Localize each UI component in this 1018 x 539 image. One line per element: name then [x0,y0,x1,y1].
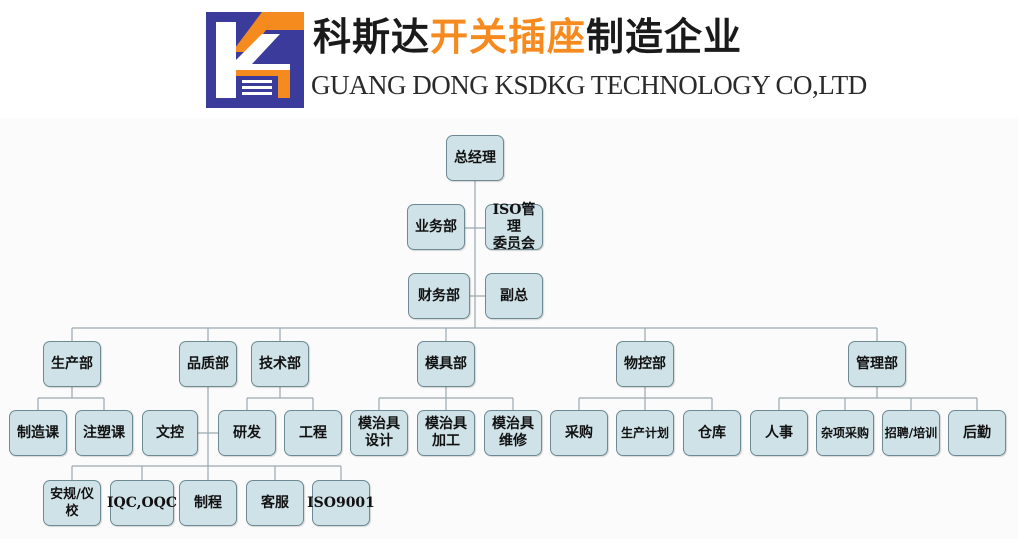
brand-english-name: GUANG DONG KSDKG TECHNOLOGY CO,LTD [311,70,867,100]
node-iso-committee: ISO管理 委员会 [485,202,543,252]
company-header: 科斯达开关插座制造企业 GUANG DONG KSDKG TECHNOLOGY … [0,0,1018,118]
node-iso9001: ISO9001 [307,480,375,526]
node-mold-repair: 模治具 维修 [484,410,542,456]
node-document-control: 文控 [142,410,198,456]
node-engineering: 工程 [284,410,342,456]
node-injection-section: 注塑课 [75,410,133,456]
brand-chinese-name: 科斯达开关插座制造企业 [313,14,742,60]
node-admin-dept: 管理部 [848,341,906,387]
node-warehouse: 仓库 [683,410,741,456]
brand-name-highlight: 开关插座 [430,15,587,59]
node-iqc-oqc: IQC,OQC [107,480,177,526]
node-customer-service: 客服 [246,480,304,526]
brand-name-part-1: 科斯达 [313,15,431,59]
node-purchasing: 采购 [550,410,608,456]
node-sales-dept: 业务部 [407,204,465,250]
node-logistics: 后勤 [948,410,1006,456]
node-manufacturing-section: 制造课 [9,410,67,456]
node-finance-dept: 财务部 [408,273,470,319]
node-mold-dept: 模具部 [417,341,475,387]
node-general-manager: 总经理 [446,135,504,181]
node-production-planning: 生产计划 [616,410,674,456]
node-rnd: 研发 [218,410,276,456]
ksdkg-logo-icon [206,12,304,108]
node-material-dept: 物控部 [616,341,674,387]
brand-name-part-3: 制造企业 [586,15,743,59]
node-quality-dept: 品质部 [179,341,237,387]
node-mold-machining: 模治具 加工 [417,410,475,456]
node-tech-dept: 技术部 [251,341,309,387]
node-recruit-training: 招聘/培训 [882,410,940,456]
node-hr: 人事 [750,410,808,456]
node-deputy-gm: 副总 [485,273,543,319]
node-safety-calibration: 安规/仪校 [43,480,101,526]
node-misc-purchasing: 杂项采购 [816,410,874,456]
node-mold-design: 模治具 设计 [350,410,408,456]
node-production-dept: 生产部 [43,341,101,387]
node-process: 制程 [179,480,237,526]
